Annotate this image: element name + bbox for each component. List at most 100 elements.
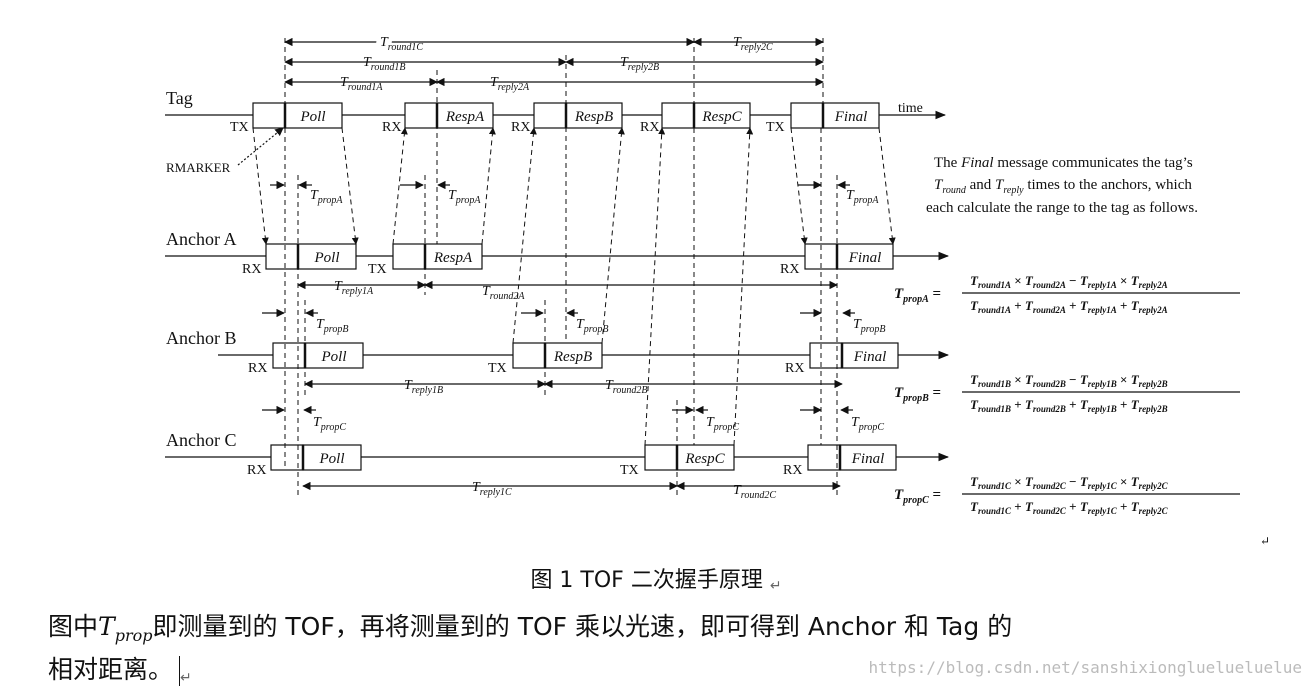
anchor-a-respa-box: RespA: [392, 243, 483, 270]
t-propb-label-1: TpropB: [316, 317, 348, 335]
svg-text:Tround and Treply times to the: Tround and Treply times to the anchors, …: [934, 177, 1192, 196]
text-cursor: [179, 656, 181, 686]
anchor-b-rx-label-final: RX: [785, 361, 804, 376]
corner-mark: ↵: [1260, 534, 1270, 548]
propagation-lines: [252, 127, 896, 446]
row-label-tag: Tag: [166, 88, 193, 108]
formula-denominator: Tround1C + Tround2C + Treply1C + Treply2…: [970, 499, 1169, 516]
anchor-a-tx-label: TX: [368, 262, 387, 277]
t-reply1c-label: Treply1C: [472, 480, 512, 498]
formula-propA: TpropA = Tround1A × Tround2A − Treply1A ×…: [894, 273, 1240, 315]
tag-tx-label-final: TX: [766, 120, 785, 135]
t-reply2b-label: Treply2B: [620, 55, 659, 73]
tag-respa-box: RespA: [404, 102, 494, 129]
anchor-a-final-box: Final: [804, 243, 894, 270]
svg-text:each calculate the range to th: each calculate the range to the tag as f…: [926, 200, 1198, 216]
formula-numerator: Tround1A × Tround2A − Treply1A × Treply2…: [970, 273, 1168, 290]
anchor-a-poll-box: Poll: [265, 243, 357, 270]
svg-text:The Final message communicates: The Final message communicates the tag’s: [934, 155, 1193, 171]
formula-lhs: TpropB =: [894, 385, 941, 404]
anchor-c-final-box: Final: [807, 444, 897, 471]
tag-poll-box: Poll: [252, 102, 343, 129]
anchor-c-tx-label: TX: [620, 463, 639, 478]
anchor-b-rx-label: RX: [248, 361, 267, 376]
t-propa-label-2: TpropA: [448, 188, 481, 206]
t-propa-label-3: TpropA: [846, 188, 879, 206]
anchor-c-rx-label-final: RX: [783, 463, 802, 478]
t-round2a-label: Tround2A: [482, 284, 525, 302]
t-propc-label-3: TpropC: [851, 415, 884, 433]
body-line-1: 图中Tprop即测量到的 TOF，再将测量到的 TOF 乘以光速，即可得到 An…: [48, 607, 1012, 645]
t-propb-label-2: TpropB: [576, 317, 608, 335]
rmarker-label: RMARKER: [166, 160, 231, 175]
t-round1b-label: Tround1B: [363, 55, 405, 73]
row-label-anchor-a: Anchor A: [166, 229, 237, 249]
time-label: time: [898, 101, 923, 116]
body-line1-post: 即测量到的 TOF，再将测量到的 TOF 乘以光速，即可得到 Anchor 和 …: [152, 612, 1013, 641]
row-label-anchor-c: Anchor C: [166, 430, 237, 450]
t-reply2c-label: Treply2C: [733, 35, 773, 53]
tag-rx-label-a: RX: [382, 120, 401, 135]
anchor-b-final-box: Final: [809, 342, 899, 369]
svg-text:RespC: RespC: [701, 109, 742, 125]
svg-text:Poll: Poll: [314, 250, 340, 266]
anchor-a-rx-label-final: RX: [780, 262, 799, 277]
t-round2b-label: Tround2B: [605, 378, 647, 396]
body-line2-text: 相对距离。: [48, 655, 174, 684]
anchor-a-rx-label: RX: [242, 262, 261, 277]
formulas: TpropA = Tround1A × Tround2A − Treply1A ×…: [894, 273, 1240, 516]
t-propa-label-1: TpropA: [310, 188, 343, 206]
t-propc-label-2: TpropC: [706, 415, 739, 433]
svg-text:RespC: RespC: [684, 451, 725, 467]
row-label-anchor-b: Anchor B: [166, 328, 237, 348]
formula-denominator: Tround1B + Tround2B + Treply1B + Treply2…: [970, 397, 1168, 414]
svg-text:Poll: Poll: [300, 109, 326, 125]
svg-text:Final: Final: [851, 451, 885, 467]
tag-rx-label-b: RX: [511, 120, 530, 135]
svg-text:RespB: RespB: [553, 349, 592, 365]
final-note: The Final message communicates the tag’s…: [926, 155, 1198, 216]
tprop-symbol: Tprop: [98, 612, 153, 645]
formula-propB: TpropB = Tround1B × Tround2B − Treply1B ×…: [894, 372, 1240, 414]
anchor-c-respc-box: RespC: [644, 444, 735, 471]
tof-diagram: Tag Anchor A Anchor B Anchor C time Poll…: [165, 35, 1271, 548]
anchor-b-tx-label: TX: [488, 361, 507, 376]
formula-numerator: Tround1C × Tround2C − Treply1C × Treply2…: [970, 474, 1169, 491]
tag-respc-box: RespC: [661, 102, 751, 129]
svg-text:RespA: RespA: [433, 250, 473, 266]
figure-caption-text: 图 1 TOF 二次握手原理: [530, 568, 763, 593]
svg-text:Final: Final: [848, 250, 882, 266]
body-line-2: 相对距离。 ↵: [48, 650, 192, 686]
tag-rx-label-c: RX: [640, 120, 659, 135]
tag-final-box: Final: [790, 102, 880, 129]
formula-lhs: TpropA =: [894, 286, 941, 305]
svg-text:Final: Final: [834, 109, 868, 125]
watermark: https://blog.csdn.net/sanshixionglueluel…: [868, 658, 1302, 677]
caption-mark: ↵: [769, 578, 782, 594]
body-mark: ↵: [180, 670, 192, 686]
svg-text:Tround1C: Tround1C: [380, 35, 423, 53]
formula-denominator: Tround1A + Tround2A + Treply1A + Treply2…: [970, 298, 1168, 315]
t-reply2a-label: Treply2A: [490, 75, 530, 93]
t-propc-label-1: TpropC: [313, 415, 346, 433]
formula-numerator: Tround1B × Tround2B − Treply1B × Treply2…: [970, 372, 1168, 389]
t-round1a-label: Tround1A: [340, 75, 383, 93]
formula-lhs: TpropC =: [894, 487, 941, 506]
vertical-dashed-markers: [284, 38, 838, 495]
anchor-c-poll-box: Poll: [270, 444, 362, 471]
t-reply1b-label: Treply1B: [404, 378, 443, 396]
svg-text:RespB: RespB: [574, 109, 613, 125]
svg-text:Poll: Poll: [319, 451, 345, 467]
tag-respb-box: RespB: [533, 102, 623, 129]
t-reply1a-label: Treply1A: [334, 279, 374, 297]
svg-text:Poll: Poll: [321, 349, 347, 365]
t-round2c-label: Tround2C: [733, 483, 776, 501]
rmarker-arrow: [237, 127, 284, 166]
svg-text:Final: Final: [853, 349, 887, 365]
t-propb-label-3: TpropB: [853, 317, 885, 335]
tag-tx-label: TX: [230, 120, 249, 135]
figure-caption: 图 1 TOF 二次握手原理 ↵: [0, 562, 1312, 594]
anchor-b-poll-box: Poll: [272, 342, 364, 369]
anchor-b-respb-box: RespB: [512, 342, 603, 369]
